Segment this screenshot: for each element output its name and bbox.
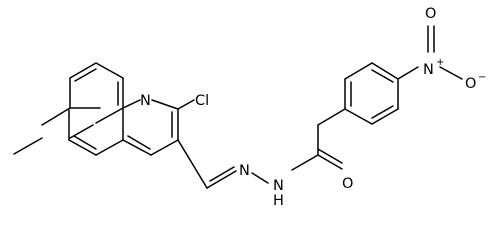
nitro-group: [397, 25, 463, 80]
structure-diagram: N Cl N N H O N + O O −: [13, 6, 486, 207]
bond: [317, 148, 343, 164]
bond: [151, 99, 179, 110]
bond: [41, 107, 71, 126]
bond: [251, 172, 269, 184]
bond: [150, 139, 179, 156]
bond: [344, 62, 373, 80]
bond: [291, 154, 319, 171]
bond: [122, 99, 141, 109]
bond: [209, 166, 235, 182]
nitrophenyl-ring: [344, 62, 399, 125]
imine-nitrogen-label: N: [239, 163, 250, 179]
amide-hydrogen-label: H: [273, 193, 284, 207]
bond: [68, 139, 97, 156]
carbonyl-oxygen-label: O: [342, 176, 353, 192]
bond: [73, 135, 97, 150]
bond: [439, 66, 463, 80]
bond: [371, 62, 399, 80]
bond: [177, 139, 208, 189]
quinoline-pyridine-ring: [68, 99, 179, 156]
bond: [206, 170, 237, 189]
bond: [122, 139, 152, 156]
acetamide-group: [291, 108, 346, 171]
bond: [13, 137, 43, 155]
amide-nitrogen-label: N: [273, 178, 284, 194]
bond: [127, 135, 151, 150]
bond: [371, 69, 394, 83]
nitro-oxygen-right-label: O: [465, 76, 476, 92]
bond: [177, 99, 195, 110]
bond: [74, 68, 97, 82]
quinoline-benzo-ring: [41, 62, 124, 139]
chloro-substituent: [177, 99, 195, 110]
chlorine-label: Cl: [195, 93, 209, 109]
bond: [69, 62, 97, 79]
bond: [317, 108, 346, 126]
nitro-nitrogen-charge: +: [436, 57, 444, 68]
nitro-nitrogen-label: N: [423, 62, 434, 78]
nitro-oxygen-top-label: O: [425, 6, 436, 22]
bond: [371, 105, 394, 119]
bond: [344, 108, 373, 125]
bond: [95, 62, 124, 79]
bond: [371, 108, 399, 125]
bond: [397, 66, 419, 80]
methyl-group: [13, 137, 43, 155]
bond: [317, 154, 343, 170]
quinoline-nitrogen-label: N: [140, 93, 151, 109]
bond: [95, 139, 124, 156]
nitro-oxygen-charge: −: [478, 72, 486, 83]
hydrazone-linker: [177, 139, 269, 189]
bond: [95, 107, 124, 124]
